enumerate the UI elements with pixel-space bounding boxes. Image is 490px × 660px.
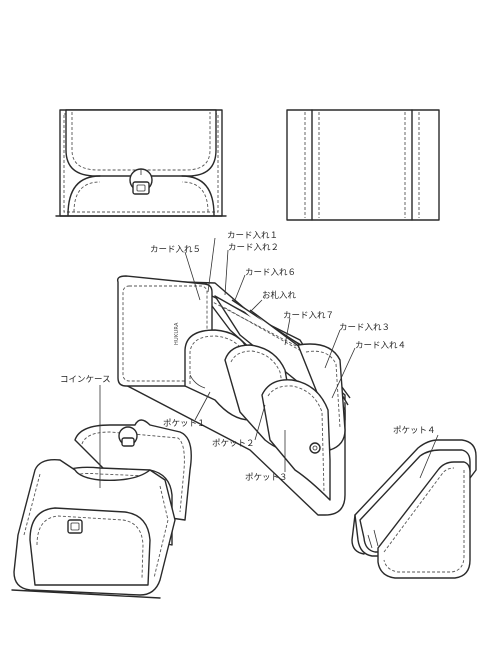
wallet-open-view: HUKURA [116, 275, 351, 516]
coin-case-view [11, 419, 192, 599]
label-card-7: カード入れ７ [283, 311, 334, 321]
leader-lines [99, 237, 439, 488]
label-card-4: カード入れ４ [355, 341, 406, 351]
label-bill: お札入れ [262, 290, 297, 301]
callout-labels: カード入れ１ カード入れ２ カード入れ５ カード入れ６ お札入れ カード入れ７ … [60, 231, 436, 483]
wallet-back-view [286, 109, 440, 221]
label-card-5: カード入れ５ [150, 245, 201, 255]
label-card-1: カード入れ１ [227, 231, 278, 241]
label-card-3: カード入れ３ [339, 323, 390, 333]
coin-clasp-icon [67, 519, 83, 534]
label-coin-case: コインケース [60, 375, 111, 385]
label-card-6: カード入れ６ [245, 268, 296, 278]
label-pocket-1: ポケット１ [163, 419, 206, 429]
label-pocket-3: ポケット３ [245, 473, 288, 483]
wallet-front-view [55, 109, 227, 217]
wallet-side-view [351, 439, 477, 579]
snap-icon [309, 442, 321, 454]
brand-logo: HUKURA [174, 322, 180, 345]
label-pocket-2: ポケット２ [212, 439, 255, 449]
label-pocket-4: ポケット４ [393, 426, 436, 436]
label-card-2: カード入れ２ [228, 243, 279, 253]
